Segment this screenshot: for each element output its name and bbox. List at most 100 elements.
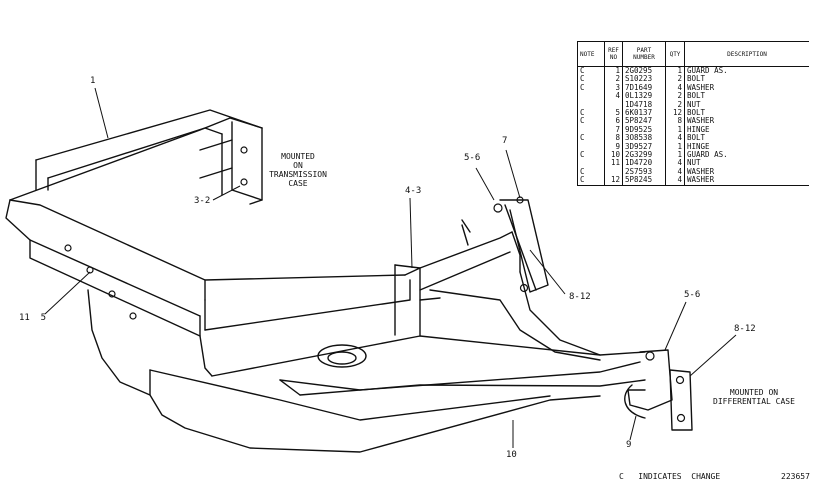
table-cell-ref: 8 xyxy=(604,133,623,143)
front-frame xyxy=(9,109,263,205)
table-cell-note xyxy=(577,100,605,110)
table-cell-qty: 4 xyxy=(665,83,685,93)
table-cell-ref: 2 xyxy=(604,74,623,84)
parts-list-table: NOTE REF NO PART NUMBER QTY DESCRIPTION … xyxy=(577,41,809,186)
lower-hinge xyxy=(624,349,693,431)
table-cell-qty: 4 xyxy=(665,176,685,186)
table-cell-desc: WASHER xyxy=(684,167,809,177)
table-cell-note: C xyxy=(577,83,605,93)
leader-5-6-top xyxy=(475,167,495,201)
table-cell-part: 5P8245 xyxy=(622,176,666,186)
callout-5-6-top: 5-6 xyxy=(464,153,481,163)
change-legend: C INDICATES CHANGE xyxy=(619,472,721,481)
table-header-row: NOTE REF NO PART NUMBER QTY DESCRIPTION xyxy=(577,41,809,67)
table-cell-part: 3O8538 xyxy=(622,133,666,143)
callout-9: 9 xyxy=(626,440,632,450)
bolt xyxy=(240,178,248,186)
col-description: DESCRIPTION xyxy=(684,41,809,67)
leader-1 xyxy=(94,87,109,139)
table-cell-ref xyxy=(604,167,623,177)
table-cell-part: 2G0295 xyxy=(622,66,666,76)
table-cell-qty: 1 xyxy=(665,142,685,152)
table-cell-part: 5P8247 xyxy=(622,117,666,126)
table-cell-desc: HINGE xyxy=(684,125,809,135)
col-ref: REF NO xyxy=(604,41,623,67)
note-transmission-case: MOUNTED ON TRANSMISSION CASE xyxy=(269,152,327,188)
bolt xyxy=(519,283,529,293)
table-cell-note: C xyxy=(577,117,605,126)
bolt xyxy=(493,203,503,213)
note-differential-case: MOUNTED ON DIFFERENTIAL CASE xyxy=(713,388,795,406)
table-cell-note xyxy=(577,92,605,101)
bolt xyxy=(675,375,685,385)
callout-10: 10 xyxy=(506,450,517,460)
leader-5-6-right xyxy=(664,301,687,351)
bolt xyxy=(129,312,137,320)
table-cell-desc: BOLT xyxy=(684,133,809,143)
table-cell-note: C xyxy=(577,133,605,143)
top-hinge xyxy=(499,199,549,293)
bolt xyxy=(240,146,248,154)
callout-3-2: 3-2 xyxy=(194,196,211,206)
table-cell-qty: 4 xyxy=(665,167,685,177)
callout-1: 1 xyxy=(90,76,96,86)
table-cell-part: S10223 xyxy=(622,74,666,84)
table-cell-ref: 6 xyxy=(604,117,623,126)
table-cell-note xyxy=(577,142,605,152)
table-cell-note xyxy=(577,159,605,168)
table-cell-desc: NUT xyxy=(684,159,809,168)
table-cell-part: 3D9527 xyxy=(622,142,666,152)
leader-7 xyxy=(505,149,521,199)
table-cell-desc: WASHER xyxy=(684,83,809,93)
table-cell-desc: NUT xyxy=(684,100,809,110)
leader-8-12-right xyxy=(689,334,737,377)
bolt xyxy=(86,266,94,274)
leader-9 xyxy=(629,415,637,441)
col-part-number: PART NUMBER xyxy=(622,41,666,67)
table-cell-qty: 2 xyxy=(665,74,685,84)
col-qty: QTY xyxy=(665,41,685,67)
table-cell-qty: 2 xyxy=(665,100,685,110)
table-cell-note: C xyxy=(577,74,605,84)
table-cell-desc: GUARD AS. xyxy=(684,150,809,160)
table-cell-ref: 1 xyxy=(604,66,623,76)
table-cell-ref: 12 xyxy=(604,176,623,186)
table-cell-part: 6K0137 xyxy=(622,108,666,118)
table-cell-qty: 4 xyxy=(665,133,685,143)
table-cell-part: 2S7593 xyxy=(622,167,666,177)
table-cell-note: C xyxy=(577,167,605,177)
pan-hole xyxy=(317,344,367,368)
callout-8-12-top: 8-12 xyxy=(569,292,591,302)
bolt xyxy=(64,244,72,252)
table-cell-ref: 9 xyxy=(604,142,623,152)
table-cell-qty: 1 xyxy=(665,150,685,160)
leader-3-2 xyxy=(212,185,241,201)
table-cell-part: 7D1649 xyxy=(622,83,666,93)
table-cell-part: 9D9525 xyxy=(622,125,666,135)
table-cell-qty: 2 xyxy=(665,91,685,101)
table-cell-note: C xyxy=(577,108,605,118)
table-cell-ref: 4 xyxy=(604,91,623,101)
table-cell-desc: BOLT xyxy=(684,108,809,118)
table-cell-note: C xyxy=(577,66,605,76)
table-cell-part: 2G3299 xyxy=(622,150,666,160)
leader-8-12-top xyxy=(529,249,566,295)
table-cell-qty: 8 xyxy=(665,117,685,126)
table-cell-part: 1D4720 xyxy=(622,159,666,168)
figure-number: 223657 xyxy=(781,472,810,481)
